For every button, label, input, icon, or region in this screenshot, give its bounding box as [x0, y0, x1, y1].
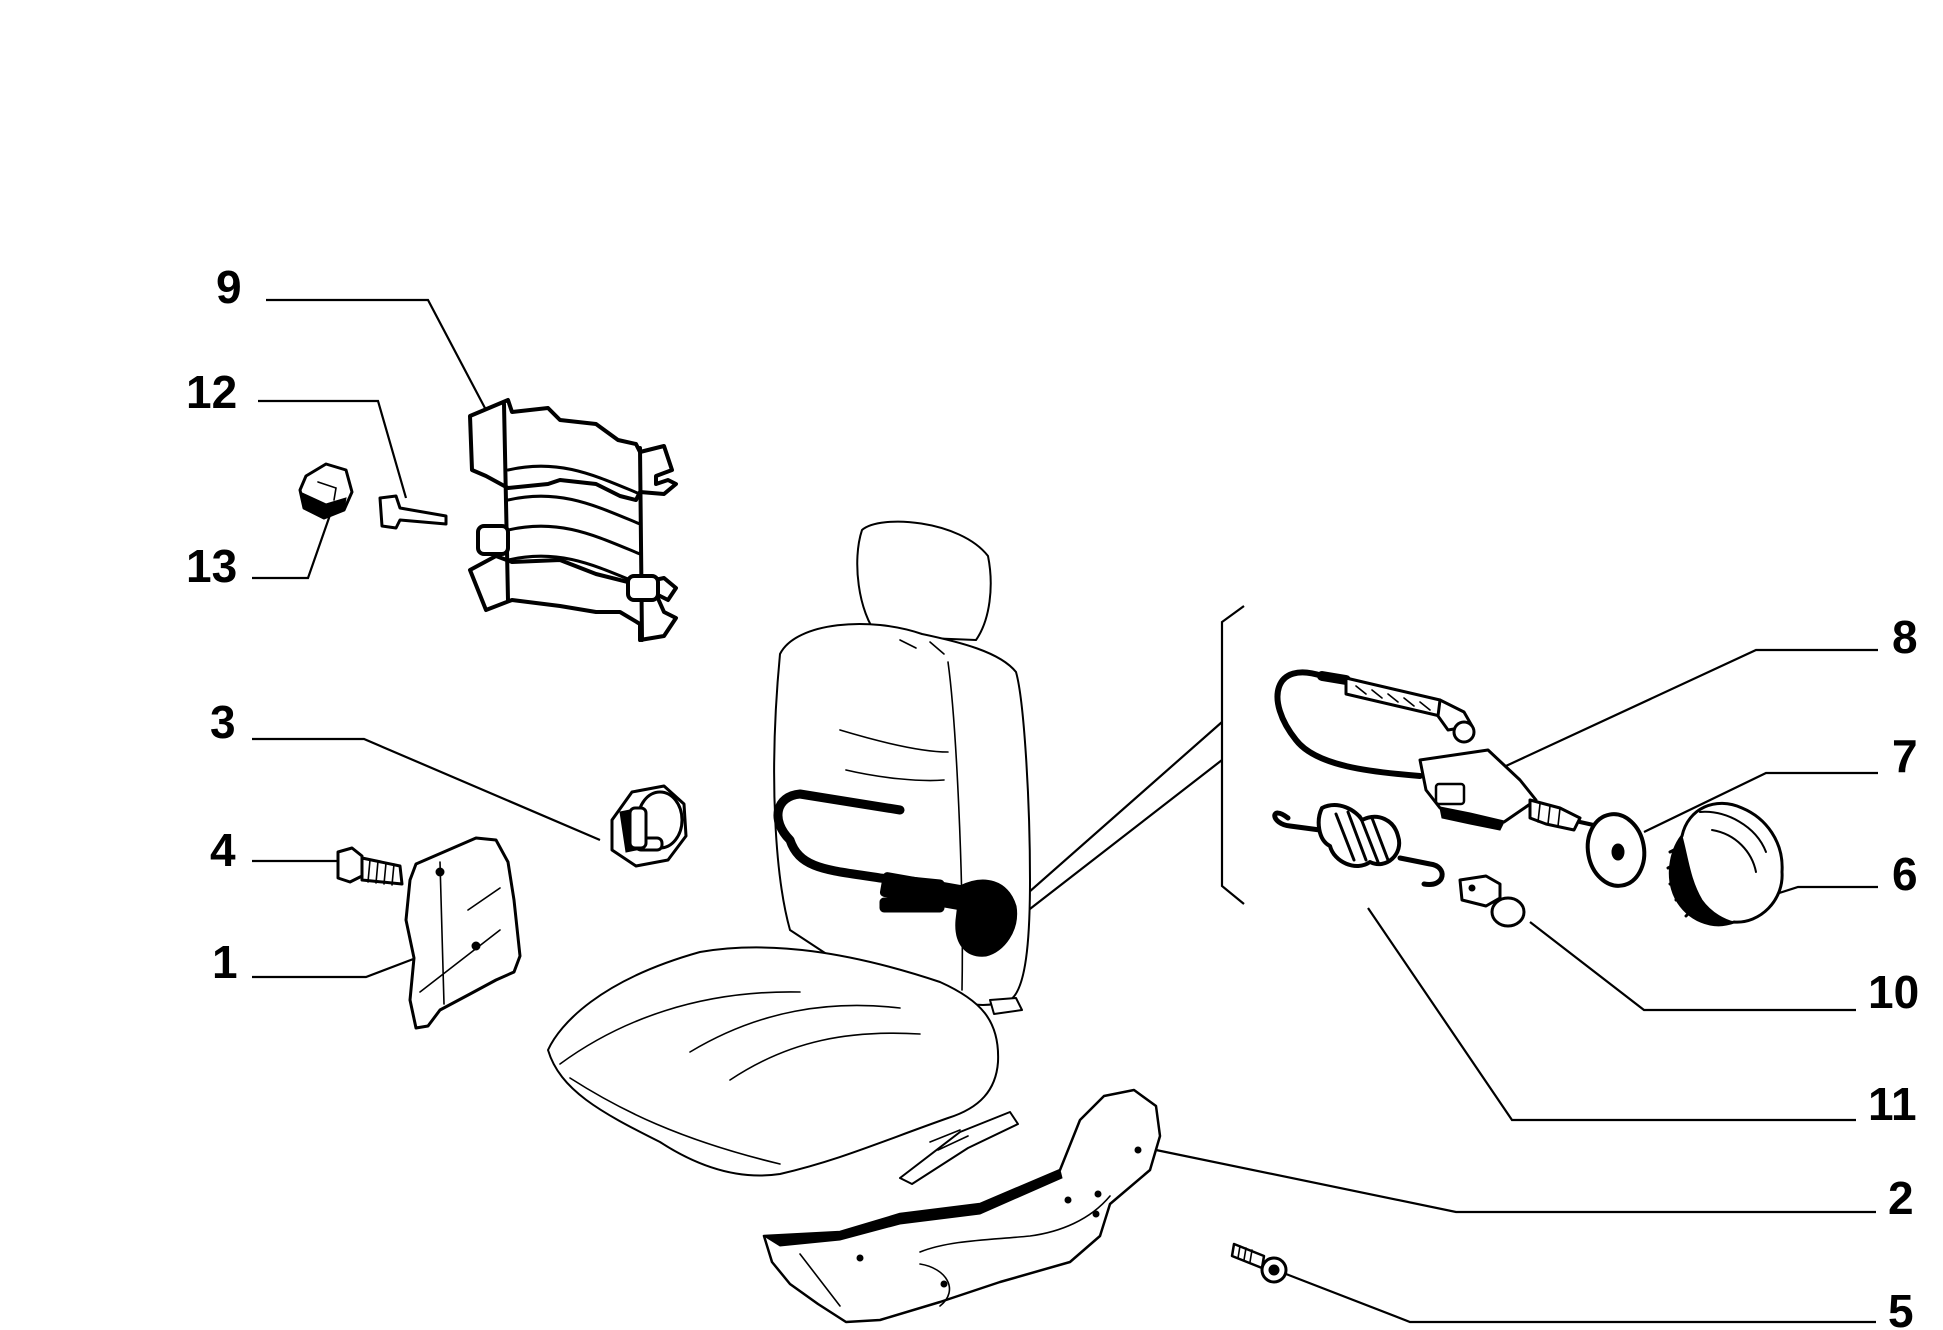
part-3-knob-hub — [610, 784, 688, 868]
callout-label-9: 9 — [216, 261, 242, 313]
detail-bracket — [1220, 605, 1245, 905]
leader-line-7 — [1643, 771, 1878, 833]
part-13-clip — [298, 462, 354, 520]
detail-pointer-lower — [1025, 759, 1223, 913]
leader-line-8 — [1479, 648, 1878, 779]
part-11-spring — [1272, 803, 1445, 887]
part-4-bolt — [336, 846, 404, 886]
part-7-washer — [1585, 812, 1647, 888]
leader-line-5 — [1285, 1272, 1876, 1324]
part-9-spring-frame — [468, 398, 678, 642]
part-6-knob — [1666, 801, 1784, 927]
leader-line-11 — [1367, 907, 1856, 1122]
callout-label-12: 12 — [186, 366, 237, 418]
callout-label-7: 7 — [1892, 730, 1918, 782]
part-5-screw — [1230, 1242, 1288, 1284]
callout-label-10: 10 — [1868, 966, 1919, 1018]
leader-line-3 — [252, 737, 601, 842]
part-10-pin — [1458, 874, 1526, 928]
leader-line-2 — [1155, 1148, 1876, 1214]
part-12-screw — [378, 494, 448, 530]
leader-line-10 — [1529, 921, 1856, 1012]
seat-lumbar-mechanism — [773, 789, 945, 889]
seat-rail — [899, 1111, 1019, 1185]
callout-label-4: 4 — [210, 824, 236, 876]
part-8-recliner-mechanism — [1274, 669, 1600, 832]
leader-line-9 — [266, 298, 487, 411]
leader-line-12 — [258, 399, 408, 499]
detail-pointer-upper — [1019, 721, 1223, 901]
callout-label-8: 8 — [1892, 611, 1918, 663]
callout-label-11: 11 — [1868, 1078, 1917, 1130]
callout-label-5: 5 — [1888, 1285, 1914, 1330]
callout-label-2: 2 — [1888, 1172, 1914, 1224]
leader-line-1 — [252, 956, 417, 979]
seat-cushion — [547, 946, 1000, 1177]
callout-label-13: 13 — [186, 540, 237, 592]
part-2-side-trim — [762, 1088, 1162, 1324]
seat-assembly — [547, 520, 1031, 1185]
callout-label-6: 6 — [1892, 848, 1918, 900]
callout-label-3: 3 — [210, 696, 236, 748]
part-1-side-cover — [404, 836, 522, 1030]
leader-line-13 — [252, 514, 332, 580]
seat-headrest — [856, 520, 992, 641]
callout-label-1: 1 — [212, 936, 238, 988]
